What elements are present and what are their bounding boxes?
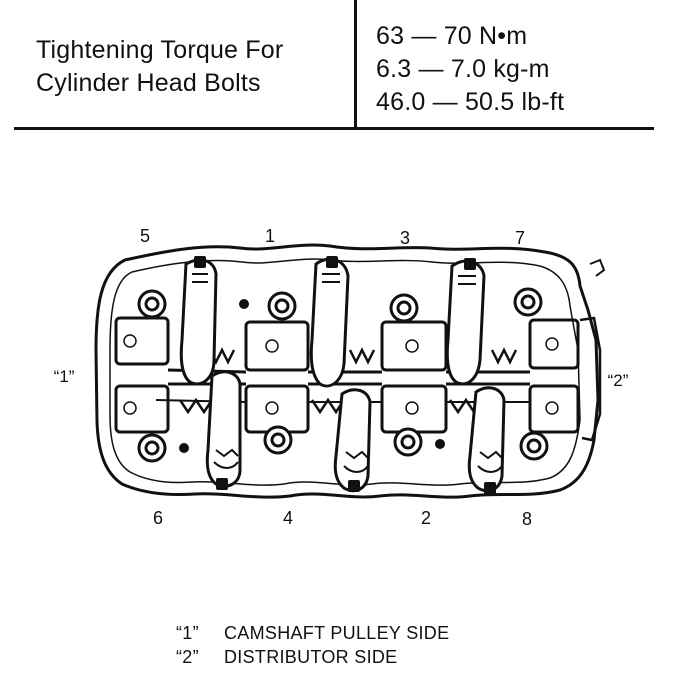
spec-label-line-1: Tightening Torque For <box>36 36 284 64</box>
flange-tab <box>589 258 606 277</box>
rocker-arms <box>179 257 506 493</box>
rocker-arm-details <box>192 273 503 473</box>
torque-value-kgm: 6.3 — 7.0 kg-m <box>376 55 550 83</box>
legend-text-2: DISTRIBUTOR SIDE <box>224 647 398 667</box>
head-bolt-1 <box>267 291 297 321</box>
bolt-number-4: 4 <box>283 508 293 528</box>
bolt-number-1: 1 <box>265 226 275 246</box>
rocker-arm-1 <box>179 258 218 386</box>
head-bolt-7 <box>513 287 543 317</box>
cap-markings <box>123 334 559 415</box>
spec-label-line-2: Cylinder Head Bolts <box>36 69 261 97</box>
spec-values: 63 — 70 N•m 6.3 — 7.0 kg-m 46.0 — 50.5 l… <box>376 20 564 119</box>
side-label-1: “1” <box>54 367 75 386</box>
legend-item-1: “1” CAMSHAFT PULLEY SIDE <box>176 621 449 645</box>
adjusting-screws <box>194 256 496 494</box>
cylinder-head-diagram: 5 1 3 7 6 4 2 8 “1” “2” <box>54 226 629 529</box>
head-bolt-2 <box>393 427 423 457</box>
bearing-cap-1 <box>114 316 170 366</box>
bolt-number-5: 5 <box>140 226 150 246</box>
torque-value-nm: 63 — 70 N•m <box>376 22 528 50</box>
bearing-caps <box>114 316 580 434</box>
bolt-number-3: 3 <box>400 228 410 248</box>
legend-key-1: “1” <box>176 623 199 643</box>
distributor-flange <box>579 316 602 442</box>
torque-value-lbft: 46.0 — 50.5 lb-ft <box>376 88 565 116</box>
bearing-cap-7 <box>380 384 448 434</box>
rocker-arm-4 <box>205 370 242 488</box>
bearing-cap-5 <box>114 384 170 434</box>
head-bolt-5 <box>137 289 167 319</box>
bearing-cap-8 <box>528 384 580 434</box>
head-bolt-8 <box>519 431 549 461</box>
small-fasteners <box>179 299 445 453</box>
rocker-arm-3 <box>445 259 486 386</box>
bearing-cap-4 <box>528 318 580 370</box>
rocker-arm-5 <box>333 388 372 493</box>
bearing-cap-6 <box>244 384 310 434</box>
head-bolt-3 <box>389 293 419 323</box>
cylinder-head-outline <box>94 243 600 499</box>
bearing-cap-2 <box>244 320 310 372</box>
rocker-arm-6 <box>467 386 506 493</box>
bolt-number-6: 6 <box>153 508 163 528</box>
bolt-number-7: 7 <box>515 228 525 248</box>
side-legend: “1” CAMSHAFT PULLEY SIDE “2” DISTRIBUTOR S… <box>176 621 449 669</box>
legend-item-2: “2” DISTRIBUTOR SIDE <box>176 645 449 669</box>
head-bolt-6 <box>137 433 167 463</box>
torque-spec-table: Tightening Torque For Cylinder Head Bolt… <box>14 0 654 130</box>
legend-text-1: CAMSHAFT PULLEY SIDE <box>224 623 450 643</box>
spec-column-divider <box>354 0 357 130</box>
bolt-number-8: 8 <box>522 509 532 529</box>
side-label-2: “2” <box>608 371 629 390</box>
legend-key-2: “2” <box>176 647 199 667</box>
bearing-cap-3 <box>380 320 448 372</box>
rocker-arm-2 <box>309 257 350 388</box>
spec-bottom-rule <box>14 127 654 130</box>
head-bolt-4 <box>263 425 293 455</box>
spec-label: Tightening Torque For Cylinder Head Bolt… <box>36 34 283 100</box>
bolt-number-2: 2 <box>421 508 431 528</box>
head-bolts <box>137 287 549 463</box>
